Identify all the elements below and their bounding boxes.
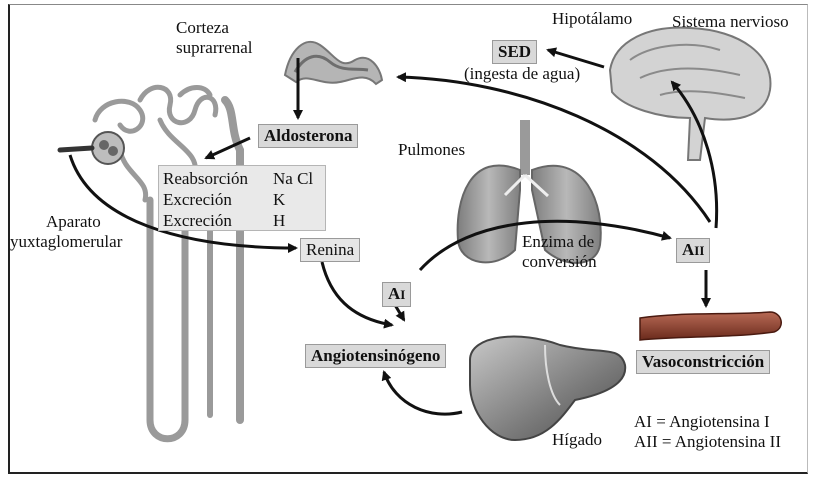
label-hipotalamo: Hipotálamo <box>552 9 632 28</box>
adrenal-gland-illustration <box>285 42 382 84</box>
label-suprarrenal: suprarrenal <box>176 38 252 57</box>
label-pulmones: Pulmones <box>398 140 465 159</box>
brain-illustration <box>610 28 770 160</box>
label-enzima: Enzima de <box>522 232 594 251</box>
ion-action: Reabsorción <box>163 168 273 189</box>
label-yuxtaglomerular: yuxtaglomerular <box>10 232 122 251</box>
label-sistema-nervioso: Sistema nervioso <box>672 12 789 31</box>
ion-row: Excreción K <box>163 189 321 210</box>
legend: AI = Angiotensina I AII = Angiotensina I… <box>634 412 781 452</box>
a2-sub: II <box>694 243 704 258</box>
ion-row: Reabsorción Na Cl <box>163 168 321 189</box>
box-angiotensina-1: AI <box>382 282 411 307</box>
ion-name: Na Cl <box>273 168 313 189</box>
box-sed: SED <box>492 40 537 64</box>
ion-row: Excreción H <box>163 210 321 231</box>
legend-item: AI = Angiotensina I <box>634 412 781 432</box>
blood-vessel-illustration <box>640 312 781 340</box>
ion-action: Excreción <box>163 189 273 210</box>
a2-main: A <box>682 240 694 259</box>
box-angiotensinogeno: Angiotensinógeno <box>305 344 446 368</box>
label-higado: Hígado <box>552 430 602 449</box>
box-angiotensina-2: AII <box>676 238 710 263</box>
ion-name: H <box>273 210 285 231</box>
a1-main: A <box>388 284 400 303</box>
legend-item: AII = Angiotensina II <box>634 432 781 452</box>
kidney-ion-box: Reabsorción Na Cl Excreción K Excreción … <box>158 165 326 231</box>
label-conversion: conversión <box>522 252 597 271</box>
ion-name: K <box>273 189 285 210</box>
box-aldosterona: Aldosterona <box>258 124 358 148</box>
ion-action: Excreción <box>163 210 273 231</box>
glomerulus-icon <box>60 132 124 164</box>
label-corteza: Corteza <box>176 18 229 37</box>
liver-illustration <box>470 337 625 440</box>
label-ingesta-agua: (ingesta de agua) <box>464 64 580 83</box>
label-aparato: Aparato <box>46 212 101 231</box>
box-vasoconstriccion: Vasoconstricción <box>636 350 770 374</box>
a1-sub: I <box>400 287 405 302</box>
box-renina: Renina <box>300 238 360 262</box>
